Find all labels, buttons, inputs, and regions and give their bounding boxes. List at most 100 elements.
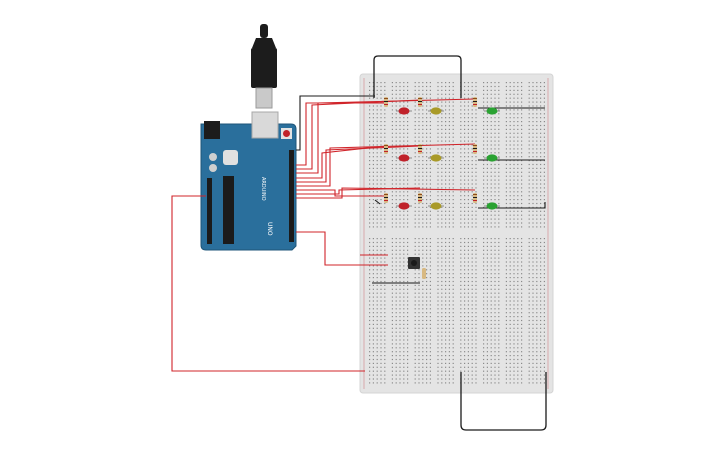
breadboard-hole (395, 312, 397, 314)
breadboard-hole (445, 101, 447, 103)
ground-wire[interactable] (374, 199, 381, 205)
breadboard-hole (426, 253, 428, 255)
breadboard-hole (532, 308, 534, 310)
breadboard-hole (509, 331, 511, 333)
red-led[interactable] (398, 202, 410, 210)
reset-button[interactable] (283, 130, 290, 137)
breadboard-hole (471, 148, 473, 150)
breadboard-hole (543, 148, 545, 150)
yellow-led[interactable] (430, 202, 442, 210)
green-led[interactable] (486, 202, 498, 210)
ground-jumper-bottom[interactable] (460, 372, 547, 431)
breadboard-hole (369, 214, 371, 216)
breadboard-hole (384, 273, 386, 275)
breadboard-hole (403, 323, 405, 325)
breadboard-hole (414, 335, 416, 337)
breadboard-hole (517, 273, 519, 275)
breadboard-hole (517, 308, 519, 310)
breadboard-hole (403, 288, 405, 290)
signal-wires[interactable] (171, 98, 476, 372)
ground-wire[interactable] (296, 95, 375, 151)
breadboard-hole (467, 238, 469, 240)
breadboard-hole (376, 269, 378, 271)
breadboard-hole (448, 339, 450, 341)
breadboard-hole (486, 343, 488, 345)
signal-wire[interactable] (296, 145, 421, 183)
breadboard-hole (464, 319, 466, 322)
ground-wire[interactable] (478, 202, 546, 209)
breadboard-hole (517, 323, 519, 325)
breadboard-hole (376, 366, 378, 368)
breadboard-hole (418, 226, 420, 228)
breadboard-hole (467, 214, 469, 216)
arduino-uno-board[interactable]: ARDUINO UNO (200, 111, 297, 251)
breadboard-hole (490, 218, 492, 220)
breadboard-hole (471, 195, 473, 197)
breadboard-hole (490, 210, 492, 212)
breadboard-hole (376, 265, 378, 267)
ground-jumper-top[interactable] (373, 55, 462, 98)
breadboard-hole (429, 323, 431, 325)
breadboard[interactable] (359, 73, 554, 394)
signal-wire[interactable] (296, 145, 387, 179)
signal-wire[interactable] (296, 98, 476, 174)
green-led[interactable] (486, 107, 498, 115)
breadboard-hole (528, 273, 530, 275)
resistor[interactable] (422, 268, 426, 279)
breadboard-hole (426, 132, 428, 134)
breadboard-hole (536, 202, 538, 205)
breadboard-hole (399, 355, 401, 357)
breadboard-hole (513, 284, 515, 286)
breadboard-hole (429, 183, 431, 185)
breadboard-hole (372, 163, 374, 166)
breadboard-hole (441, 323, 443, 325)
breadboard-hole (395, 124, 397, 127)
breadboard-hole (540, 312, 542, 314)
green-led[interactable] (486, 154, 498, 162)
breadboard-hole (403, 124, 405, 127)
breadboard-hole (426, 323, 428, 325)
breadboard-hole (448, 160, 450, 162)
breadboard-hole (369, 222, 371, 224)
pushbutton-cap[interactable] (411, 260, 417, 266)
signal-wire[interactable] (296, 143, 476, 187)
breadboard-hole (460, 105, 462, 107)
breadboard-hole (391, 171, 393, 173)
breadboard-hole (467, 366, 469, 368)
power-supply-wire[interactable] (171, 195, 365, 372)
yellow-led[interactable] (430, 154, 442, 162)
signal-wire[interactable] (296, 189, 386, 197)
signal-wire[interactable] (296, 99, 421, 170)
breadboard-hole (380, 316, 382, 318)
breadboard-hole (448, 370, 450, 372)
yellow-led[interactable] (430, 107, 442, 115)
breadboard-hole (418, 370, 420, 372)
red-led[interactable] (398, 107, 410, 115)
breadboard-hole (414, 89, 416, 91)
breadboard-hole (475, 128, 477, 130)
breadboard-hole (395, 109, 397, 111)
breadboard-hole (490, 105, 492, 107)
breadboard-hole (429, 218, 431, 220)
breadboard-hole (380, 249, 382, 251)
ground-wires[interactable] (296, 95, 546, 284)
breadboard-hole (448, 378, 450, 380)
red-led[interactable] (398, 154, 410, 162)
breadboard-hole (498, 312, 500, 314)
breadboard-hole (471, 101, 473, 103)
breadboard-hole (395, 191, 397, 193)
breadboard-hole (467, 351, 469, 353)
breadboard-hole (372, 304, 374, 306)
breadboard-hole (399, 148, 401, 150)
breadboard-hole (521, 351, 523, 353)
breadboard-hole (384, 319, 386, 322)
breadboard-hole (376, 370, 378, 372)
pushbutton[interactable] (408, 257, 420, 269)
breadboard-hole (441, 121, 443, 123)
breadboard-hole (372, 265, 374, 267)
button-signal-wire[interactable] (296, 231, 388, 266)
signal-wire[interactable] (296, 187, 476, 199)
breadboard-hole (380, 152, 382, 154)
breadboard-hole (429, 288, 431, 290)
usb-cable[interactable] (251, 24, 277, 109)
